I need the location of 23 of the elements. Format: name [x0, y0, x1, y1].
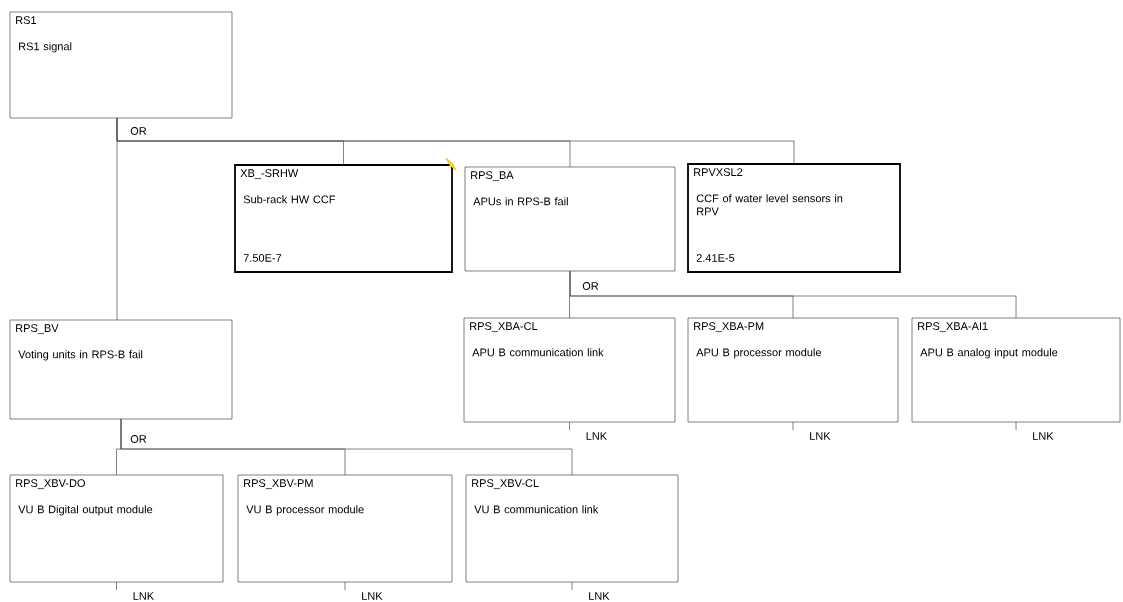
transfer-label: LNK — [1033, 432, 1054, 440]
event-box: RPS_XBV-CL VU B communication link — [465, 474, 679, 583]
event-box: XB_-SRHW Sub-rack HW CCF 7.50E-7 — [234, 164, 453, 273]
event-box: RPS_XBV-PM VU B processor module — [237, 474, 453, 583]
transfer-label: LNK — [589, 592, 610, 600]
gate-connector — [120, 418, 573, 476]
gate-connector — [569, 270, 1017, 319]
gate-label: OR — [130, 127, 147, 135]
event-box: RPVXSL2 CCF of water level sensors in RPV 2.41E-5 — [687, 163, 901, 273]
event-box: RPS_XBA-AI1 APU B analog input module — [911, 317, 1121, 423]
transfer-label: LNK — [362, 592, 383, 600]
transfer-label: LNK — [810, 432, 831, 440]
gate-label: OR — [582, 282, 599, 290]
event-box: RPS_XBV-DO VU B Digital output module — [9, 474, 224, 583]
event-box: RPS_BV Voting units in RPS-B fail — [9, 319, 233, 420]
gate-connector — [116, 117, 795, 165]
event-box: RPS_BA APUs in RPS-B fail — [464, 166, 676, 272]
event-box: RPS_XBA-PM APU B processor module — [687, 317, 899, 423]
transfer-label: LNK — [586, 432, 607, 440]
transfer-label: LNK — [133, 592, 154, 600]
gate-label: OR — [130, 435, 147, 443]
event-box: RPS_XBA-CL APU B communication link — [463, 317, 676, 423]
event-box: RS1 RS1 signal — [9, 11, 233, 119]
